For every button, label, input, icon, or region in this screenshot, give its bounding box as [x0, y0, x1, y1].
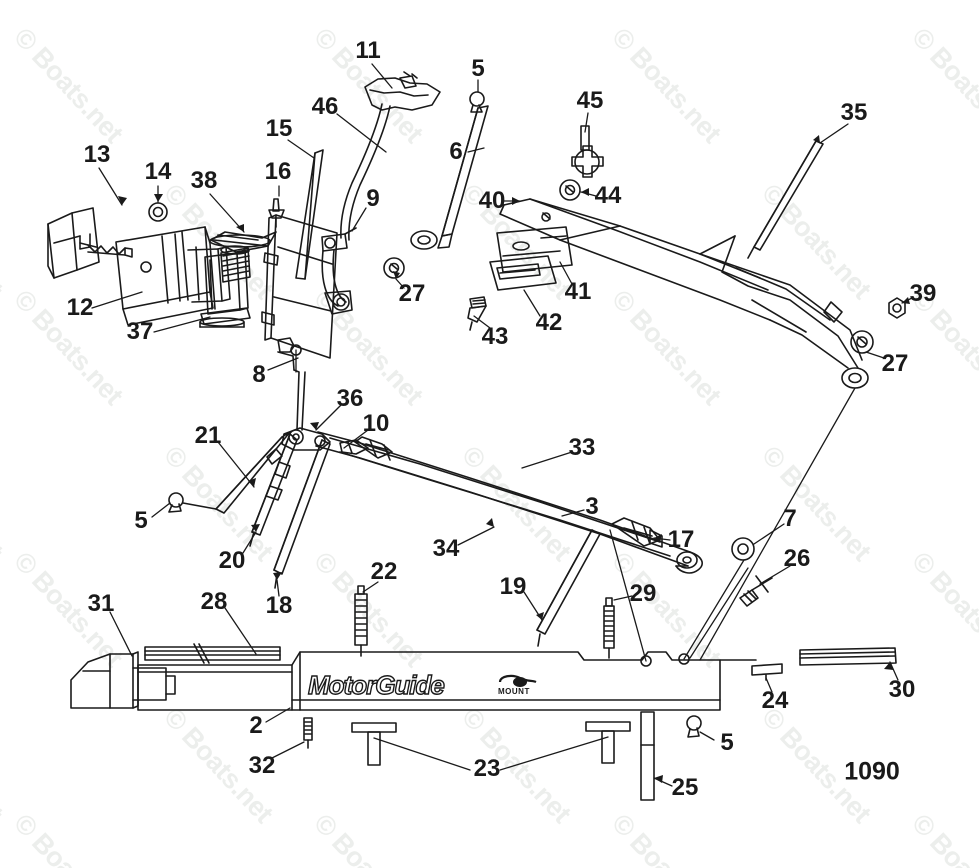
part-41-plate: [496, 226, 573, 273]
callout-number-20: 20: [218, 547, 246, 574]
part-27-washer-right: [850, 330, 874, 354]
callout-number-27: 27: [881, 350, 909, 377]
callout-number-41: 41: [564, 278, 592, 305]
part-35-support-rod: [747, 140, 824, 259]
upper-right-arm-panel: [699, 235, 863, 369]
callout-number-2: 2: [249, 712, 263, 739]
callout-number-34: 34: [432, 535, 460, 562]
leader-arrowheads: [118, 135, 910, 783]
callout-number-40: 40: [478, 187, 506, 214]
callout-number-21: 21: [194, 422, 222, 449]
part-42-bracket: [489, 255, 557, 291]
callout-number-10: 10: [362, 410, 390, 437]
part-21-rod: [215, 431, 291, 514]
callout-number-36: 36: [336, 385, 364, 412]
callout-number-23: 23: [473, 755, 501, 782]
callout-number-38: 38: [190, 167, 218, 194]
part-9-lever: [321, 227, 357, 307]
part-27-washer-upper: [383, 257, 405, 279]
part-44-washer: [559, 179, 581, 201]
part-43-bolt: [467, 296, 487, 331]
callout-number-14: 14: [144, 158, 172, 185]
part-32-screw: [303, 717, 313, 749]
part-23-tbolt-right: [585, 721, 631, 764]
callout-number-45: 45: [576, 87, 604, 114]
callout-number-16: 16: [264, 158, 292, 185]
callout-number-24: 24: [761, 687, 789, 714]
svg-text:MotorGuide: MotorGuide: [308, 670, 444, 700]
callout-number-5: 5: [720, 729, 734, 756]
part-26-bolt: [739, 575, 773, 607]
callout-number-19: 19: [499, 573, 527, 600]
part-16-screw: [268, 198, 285, 228]
callout-number-13: 13: [83, 141, 111, 168]
part-3-main-arm: [315, 431, 703, 574]
part-13-spring: [87, 244, 133, 258]
callout-number-42: 42: [535, 309, 563, 336]
callout-number-7: 7: [783, 505, 797, 532]
callout-number-5: 5: [471, 55, 485, 82]
callout-number-29: 29: [629, 580, 657, 607]
part-13-bracket: [47, 207, 100, 279]
callout-number-37: 37: [126, 318, 154, 345]
part-11-handle: [364, 71, 441, 111]
callout-number-28: 28: [200, 588, 228, 615]
callout-number-31: 31: [87, 590, 115, 617]
part-29-screw: [603, 597, 615, 659]
callout-number-26: 26: [783, 545, 811, 572]
part-46-shaft: [340, 103, 391, 241]
pivot-eye-right: [841, 367, 869, 389]
callout-number-3: 3: [585, 493, 599, 520]
part-7-eyelet: [731, 537, 755, 561]
pivot-eye-left: [410, 230, 438, 250]
part-5-left-ball-stud: [168, 492, 217, 513]
part-30-rail: [799, 647, 897, 666]
part-6-strut: [437, 105, 489, 249]
callout-number-12: 12: [66, 294, 94, 321]
gator-mount-logo: MOUNT: [498, 674, 537, 696]
callout-number-5: 5: [134, 507, 148, 534]
figure-code: 1090: [844, 757, 900, 786]
part-8-mount-body: [261, 214, 353, 371]
part-2-base-housing: [137, 651, 757, 711]
callout-number-9: 9: [366, 185, 380, 212]
part-28-rail: [144, 643, 281, 664]
callout-number-22: 22: [370, 558, 398, 585]
part-22-screw: [354, 585, 368, 657]
callout-number-39: 39: [909, 280, 937, 307]
callout-number-43: 43: [481, 323, 509, 350]
callout-number-32: 32: [248, 752, 276, 779]
svg-text:MOUNT: MOUNT: [498, 687, 530, 696]
part-19-rod: [536, 529, 601, 647]
callout-number-8: 8: [252, 361, 266, 388]
part-40-upper-arm: [499, 198, 771, 321]
part-31-end-cap: [70, 651, 176, 709]
callout-number-11: 11: [355, 37, 381, 64]
part-18-rod: [273, 439, 331, 589]
part-17-connector: [649, 529, 663, 548]
callout-number-35: 35: [840, 99, 868, 126]
callout-number-44: 44: [594, 182, 622, 209]
part-24-clip: [751, 663, 783, 681]
motorguide-logo: MotorGuide: [307, 669, 446, 700]
callout-number-33: 33: [568, 434, 596, 461]
part-37-washer: [199, 317, 245, 328]
part-39-nut: [888, 297, 906, 319]
part-45-cross-knob: [571, 125, 604, 178]
callout-number-30: 30: [888, 676, 916, 703]
callout-number-15: 15: [265, 115, 293, 142]
callout-number-17: 17: [667, 526, 695, 553]
part-14-washer: [148, 202, 168, 222]
part-23-tbolt-left: [351, 722, 397, 766]
part-5-bottom-ball-stud: [686, 715, 702, 738]
callout-number-18: 18: [265, 592, 293, 619]
callout-number-6: 6: [449, 138, 463, 165]
callout-number-46: 46: [311, 93, 339, 120]
callout-number-27: 27: [398, 280, 426, 307]
callout-number-25: 25: [671, 774, 699, 801]
part-25-bolt: [640, 711, 655, 801]
part-15-rod: [295, 149, 324, 280]
